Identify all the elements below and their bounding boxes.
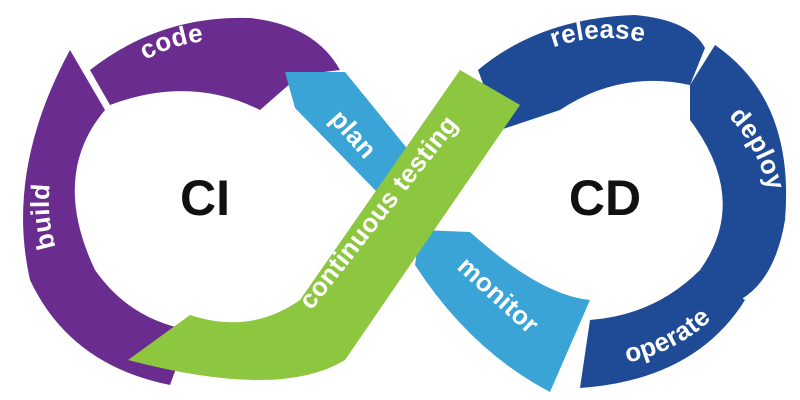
monitor-segment [415,230,590,392]
deploy-segment [690,45,787,300]
code-segment [90,17,340,110]
cd-label: CD [569,170,641,226]
release-segment [478,15,705,130]
ci-label: CI [180,170,230,226]
operate-segment [580,270,745,388]
continuous-testing-segment [128,70,520,380]
build-segment [23,50,190,385]
